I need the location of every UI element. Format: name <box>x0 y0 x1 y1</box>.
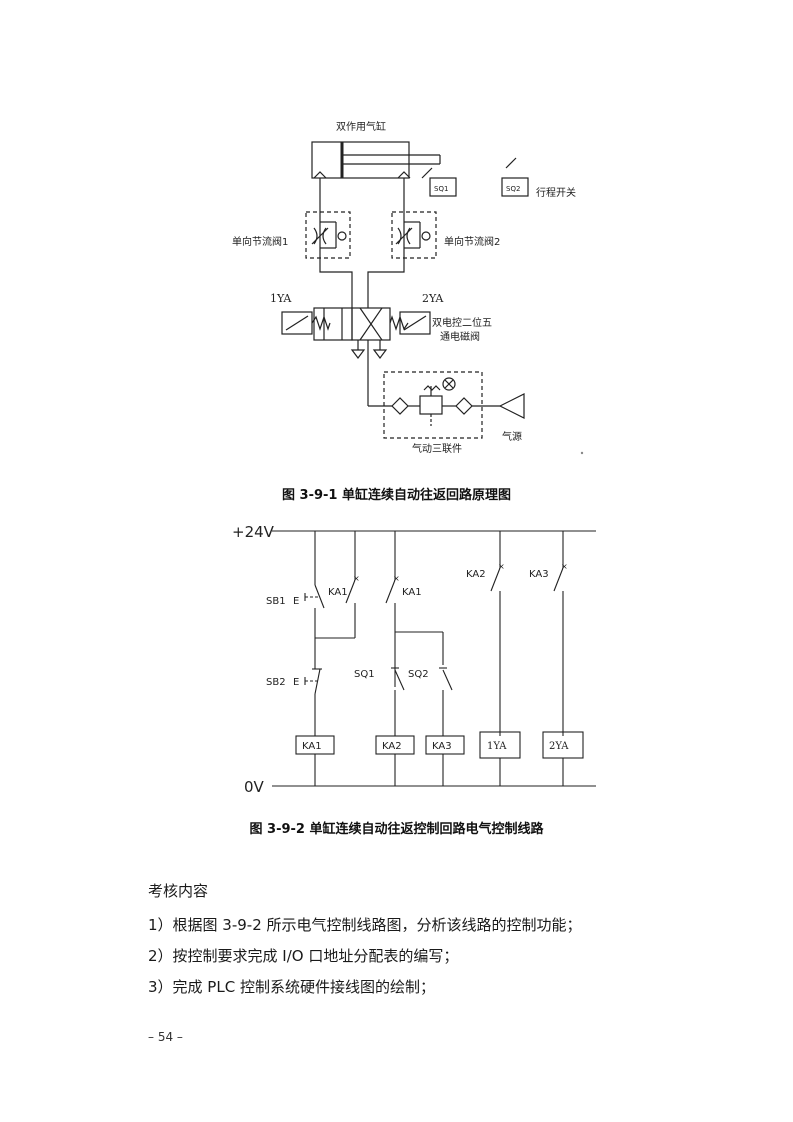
sq1-contact-label: SQ1 <box>354 669 375 680</box>
air-source-label: 气源 <box>502 430 522 443</box>
svg-text:×: × <box>393 574 400 583</box>
ka1-contact-b-label: KA1 <box>402 587 422 598</box>
valve-label-line1: 双电控二位五 <box>432 316 492 329</box>
assessment-item-3: 3）完成 PLC 控制系统硬件接线图的绘制； <box>148 978 435 996</box>
coil-ka1-label: KA1 <box>302 741 322 752</box>
switch-label: 行程开关 <box>536 186 576 199</box>
coil-ka3 <box>425 735 465 755</box>
limit-switch-sq1 <box>421 167 457 197</box>
ka2-contact-label: KA2 <box>466 569 486 580</box>
throttle2-label: 单向节流阀2 <box>444 235 500 248</box>
sb2-label: SB2 <box>266 677 286 688</box>
throttle1-label: 单向节流阀1 <box>232 235 288 248</box>
figure1-caption: 图 3-9-1 单缸连续自动往返回路原理图 <box>282 488 511 503</box>
ka1-contact-a-label: KA1 <box>328 587 348 598</box>
svg-text:E: E <box>293 677 299 688</box>
limit-switch-sq2 <box>501 157 529 197</box>
ka3-contact-label: KA3 <box>529 569 549 580</box>
sq2-contact-label: SQ2 <box>408 669 429 680</box>
frl-label: 气动三联件 <box>412 442 462 455</box>
coil-2ya-label: 2YA <box>549 741 569 752</box>
ground-label: 0V <box>244 778 265 796</box>
svg-text:×: × <box>353 574 360 583</box>
assessment-heading: 考核内容 <box>148 882 209 900</box>
sb1-label: SB1 <box>266 596 286 607</box>
valve-label-line2: 通电磁阀 <box>440 330 480 343</box>
sq1-label: SQ1 <box>434 185 448 193</box>
figure2-caption: 图 3-9-2 单缸连续自动往返控制回路电气控制线路 <box>249 822 544 837</box>
throttle-valve-1 <box>305 211 351 259</box>
sq2-label: SQ2 <box>506 185 520 193</box>
coil-ka2-label: KA2 <box>382 741 402 752</box>
throttle-valve-2 <box>391 211 437 259</box>
electrical-ladder-diagram: × × × × +24V 0V SB1 E SB2 E KA1 KA1 KA2 … <box>232 523 596 796</box>
coil1-label: 1YA <box>270 292 292 305</box>
page-number: – 54 – <box>148 1030 183 1044</box>
air-source-symbol <box>498 393 525 419</box>
assessment-item-1: 1）根据图 3-9-2 所示电气控制线路图，分析该线路的控制功能； <box>148 916 582 934</box>
pneumatic-schematic: 双作用气缸 SQ1 SQ2 行程开关 单向节流阀1 单向节流阀2 1YA 2YA… <box>232 120 584 455</box>
svg-text:×: × <box>561 562 568 571</box>
svg-text:E: E <box>293 596 299 607</box>
cylinder-body <box>311 141 410 179</box>
coil-ka3-label: KA3 <box>432 741 452 752</box>
cylinder-label: 双作用气缸 <box>336 120 386 133</box>
supply-label: +24V <box>232 523 275 541</box>
coil-1ya-label: 1YA <box>487 741 507 752</box>
assessment-item-2: 2）按控制要求完成 I/O 口地址分配表的编写； <box>148 947 459 965</box>
solenoid-valve <box>281 307 431 406</box>
svg-text:×: × <box>498 562 505 571</box>
coil2-label: 2YA <box>422 292 444 305</box>
